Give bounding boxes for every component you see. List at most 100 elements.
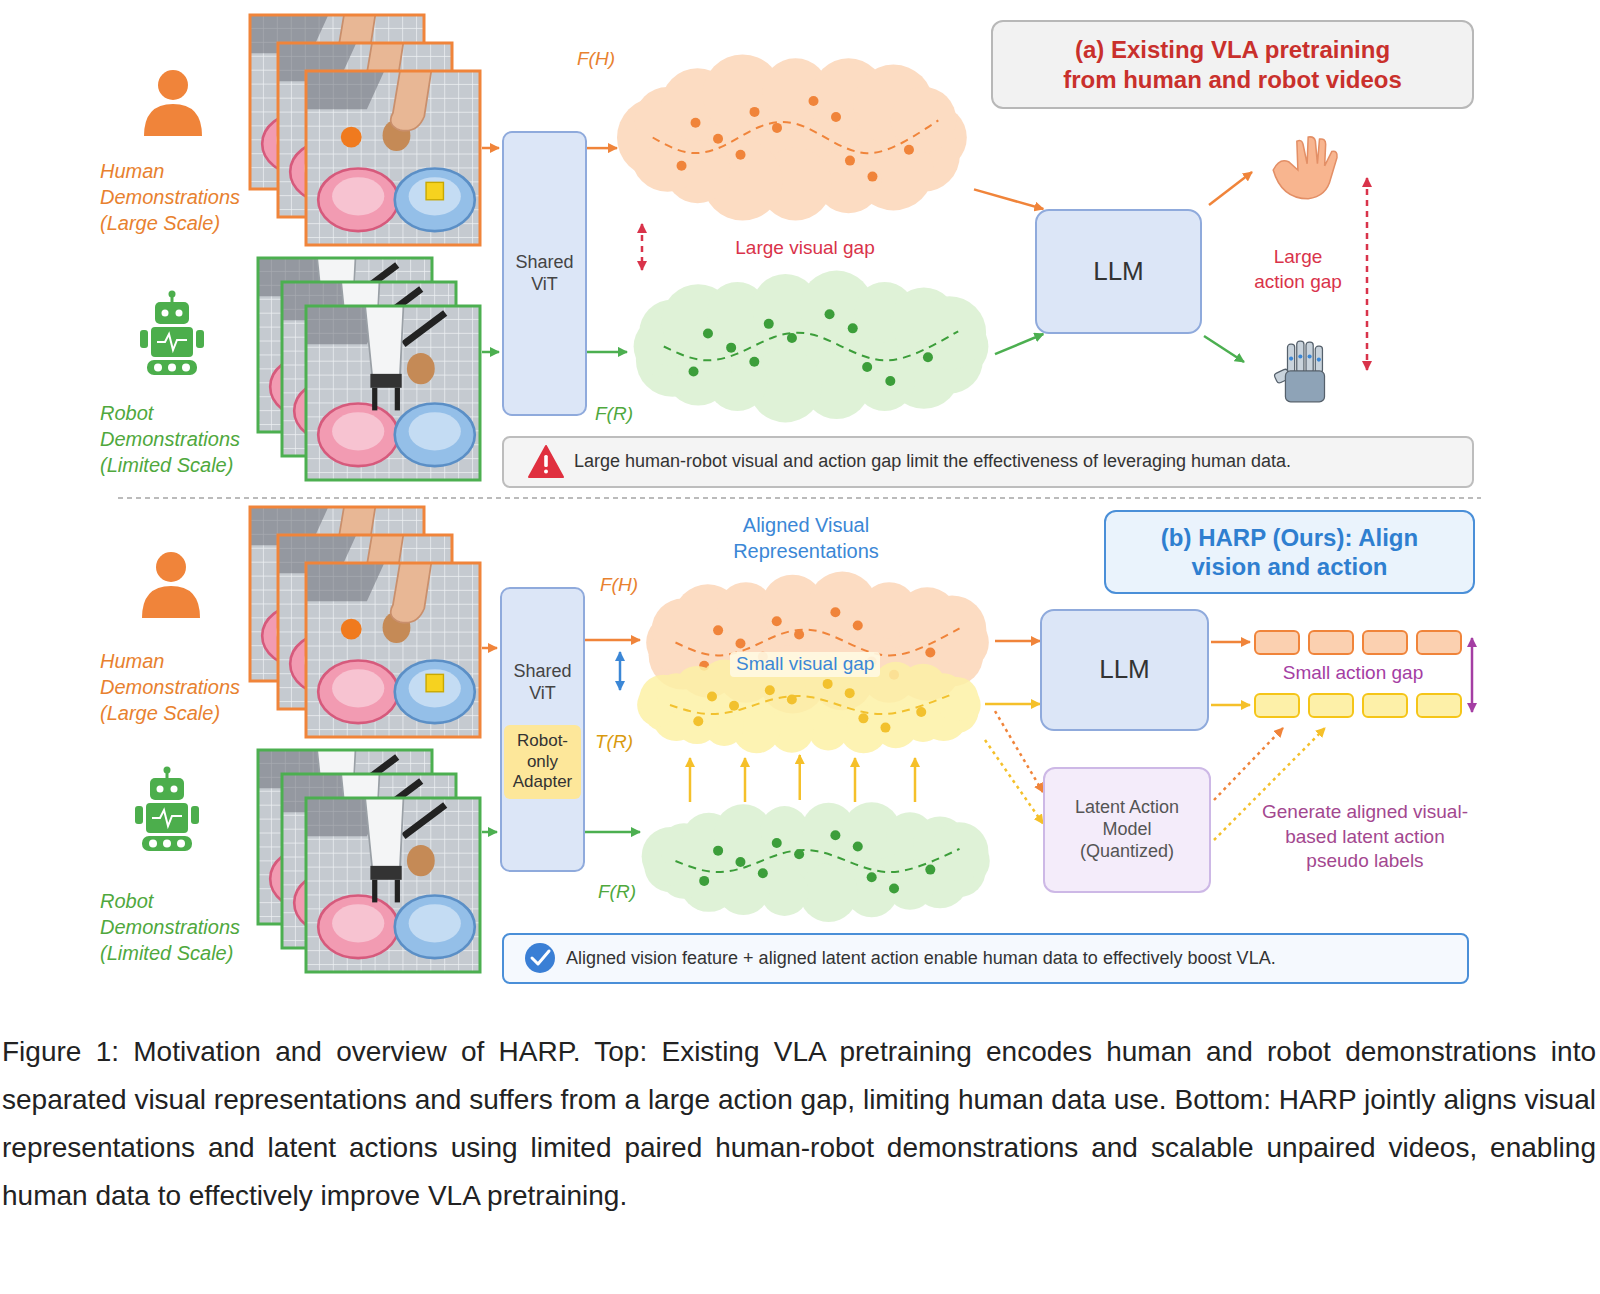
feature-dot — [848, 323, 858, 333]
connector-arrow — [587, 147, 617, 150]
connector-arrow — [587, 351, 627, 354]
section-label: Aligned Visual Representations — [676, 512, 936, 564]
box-text: (a) Existing VLA pretraining from human … — [1057, 35, 1408, 94]
box-text: Robot-only Adapter — [507, 731, 578, 793]
feature-dot — [787, 694, 797, 704]
source-label: Robot Demonstrations (Limited Scale) — [100, 888, 250, 966]
feature-dot — [925, 865, 935, 875]
feature-dot — [830, 830, 840, 840]
box-text: LLM — [1093, 256, 1144, 288]
cloud-bump — [913, 296, 986, 369]
connector-arrow — [995, 640, 1040, 643]
feature-dot — [750, 107, 760, 117]
gap-label: Large visual gap — [700, 236, 910, 261]
robot-icon — [135, 291, 204, 852]
cloud-body — [642, 802, 990, 922]
feature-cloud: F(R) — [627, 270, 995, 423]
feature-cloud: F(H) — [617, 51, 974, 224]
cloud-body — [617, 55, 967, 221]
feature-dot — [862, 362, 872, 372]
feature-dot — [713, 846, 723, 856]
model-box: Latent Action Model (Quantized) — [1043, 767, 1211, 893]
cloud-bump — [809, 711, 848, 750]
connector-arrow — [585, 639, 640, 642]
feature-dot — [830, 607, 840, 617]
source-label: Human Demonstrations (Large Scale) — [100, 648, 250, 726]
gap-label: Large action gap — [1250, 245, 1346, 294]
feature-dot — [749, 357, 759, 367]
model-box: LLM — [1035, 209, 1202, 334]
cloud-body — [634, 271, 989, 423]
feature-label: F(R) — [598, 880, 636, 903]
feature-dot — [772, 616, 782, 626]
connector-arrow — [995, 711, 1043, 792]
feature-label: F(H) — [577, 47, 615, 70]
connector-arrow — [985, 740, 1043, 824]
encoder-box: Shared ViT Robot-only Adapter — [500, 587, 585, 872]
adapter-box: Robot-only Adapter — [504, 725, 581, 799]
feature-dot — [880, 723, 890, 733]
feature-dot — [729, 701, 739, 711]
connector-arrow — [641, 224, 644, 270]
feature-dot — [858, 713, 868, 723]
cloud-bump — [930, 822, 989, 881]
gap-label: Small action gap — [1278, 661, 1428, 686]
cloud-shape — [627, 270, 995, 423]
feature-dot — [758, 868, 768, 878]
box-text: Latent Action Model (Quantized) — [1063, 797, 1191, 863]
box-text: (b) HARP (Ours): Align vision and action — [1126, 523, 1453, 582]
feature-dot — [808, 96, 818, 106]
feature-dot — [794, 630, 804, 640]
box-text: Large human-robot visual and action gap … — [574, 451, 1291, 473]
feature-dot — [772, 838, 782, 848]
feature-dot — [691, 118, 701, 128]
warning-icon — [529, 446, 563, 477]
box-text: LLM — [1099, 654, 1150, 686]
warning-box: Large human-robot visual and action gap … — [502, 436, 1474, 488]
feature-dot — [736, 150, 746, 160]
gap-label: Small visual gap — [730, 652, 880, 677]
connector-arrow — [585, 831, 640, 834]
feature-dot — [787, 333, 797, 343]
connector-arrow — [995, 334, 1043, 354]
feature-dot — [867, 872, 877, 882]
feature-dot — [823, 679, 833, 689]
feature-dot — [867, 172, 877, 182]
human-video-frames — [250, 15, 480, 737]
cloud-bump — [761, 806, 809, 854]
source-label: Robot Demonstrations (Limited Scale) — [100, 400, 250, 478]
box-text: Aligned vision feature + aligned latent … — [566, 948, 1276, 970]
connector-arrow — [985, 703, 1040, 706]
feature-dot — [735, 639, 745, 649]
check-icon — [525, 943, 555, 973]
feature-label: F(R) — [595, 402, 633, 425]
note-label: Generate aligned visual-based latent act… — [1262, 800, 1468, 874]
encoder-box: Shared ViT — [502, 131, 587, 416]
feature-dot — [693, 716, 703, 726]
robot-video-frames — [258, 258, 480, 972]
flow-arrows — [482, 148, 1472, 840]
connector-arrow — [799, 755, 802, 800]
output-icons — [1273, 137, 1337, 402]
feature-label: T(R) — [595, 730, 633, 753]
feature-dot — [735, 857, 745, 867]
panel-separator — [118, 497, 1481, 499]
summary-box: Aligned vision feature + aligned latent … — [502, 933, 1469, 984]
feature-dot — [885, 376, 895, 386]
title-box: (b) HARP (Ours): Align vision and action — [1104, 510, 1475, 594]
feature-dot — [923, 352, 933, 362]
feature-dot — [794, 849, 804, 859]
feature-dot — [707, 692, 717, 702]
box-text: Shared ViT — [504, 661, 581, 705]
feature-dot — [916, 707, 926, 717]
cloud-bump — [918, 595, 987, 664]
box-text: Shared ViT — [508, 252, 581, 296]
model-box: LLM — [1040, 609, 1209, 731]
connector-arrow — [974, 189, 1043, 209]
feature-dot — [853, 621, 863, 631]
feature-dot — [713, 625, 723, 635]
feature-dot — [853, 842, 863, 852]
feature-dot — [689, 366, 699, 376]
